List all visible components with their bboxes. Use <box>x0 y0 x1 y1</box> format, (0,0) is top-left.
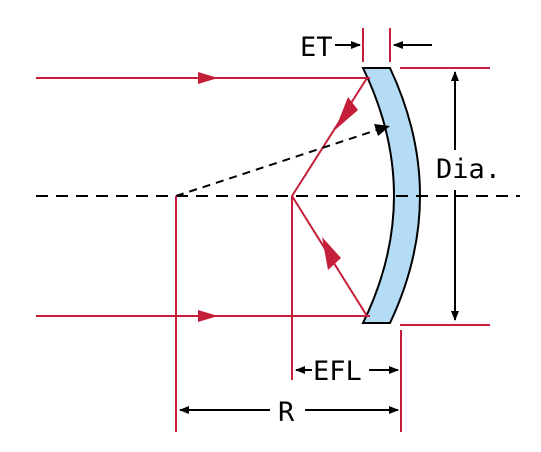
reflected-arrow-top <box>335 97 358 130</box>
efl-label: EFL <box>313 356 362 387</box>
radius-line <box>175 128 381 197</box>
ray-arrow-top <box>198 72 218 84</box>
reflected-ray-top <box>291 77 368 197</box>
ray-arrow-bottom <box>198 310 218 322</box>
radius-arrow <box>374 124 390 136</box>
dia-label: Dia. <box>436 154 501 185</box>
reflected-arrow-bottom <box>322 237 341 270</box>
et-label: ET <box>300 32 333 63</box>
mirror-lens <box>361 67 421 324</box>
r-label: R <box>278 397 295 428</box>
